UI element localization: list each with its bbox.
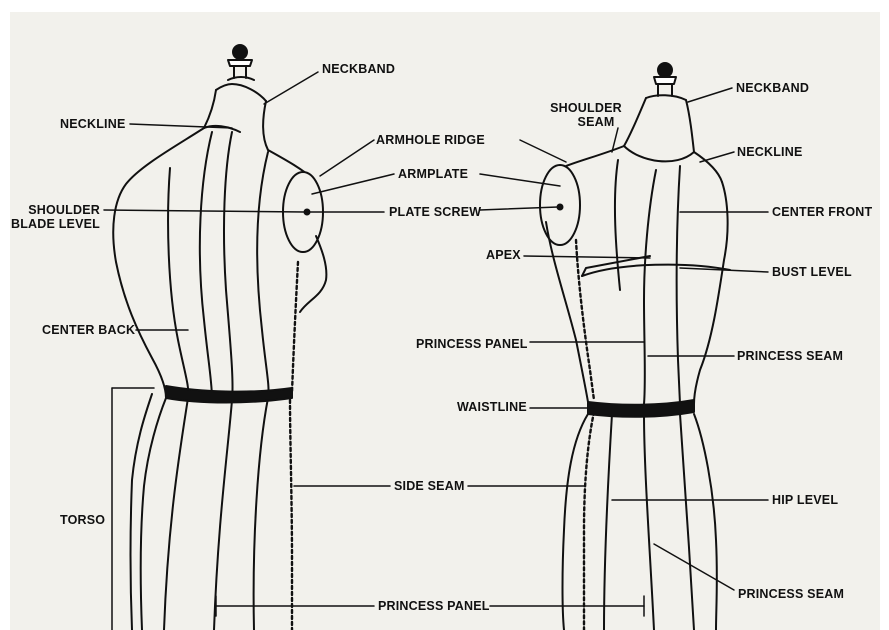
label-armhole-ridge: ARMHOLE RIDGE xyxy=(376,133,485,147)
label-side-seam: SIDE SEAM xyxy=(394,479,465,493)
label-princess-seam-lower: PRINCESS SEAM xyxy=(738,587,845,601)
label-center-back: CENTER BACK xyxy=(42,323,136,337)
label-shoulder-seam-line2: SEAM xyxy=(577,115,615,129)
label-neckband-front: NECKBAND xyxy=(736,81,810,95)
label-neckline-front: NECKLINE xyxy=(737,145,803,159)
label-princess-panel-lower: PRINCESS PANEL xyxy=(378,599,490,613)
label-plate-screw: PLATE SCREW xyxy=(389,205,482,219)
label-shoulder-seam-line1: SHOULDER xyxy=(550,101,622,115)
label-apex: APEX xyxy=(486,248,521,262)
label-center-front: CENTER FRONT xyxy=(772,205,873,219)
label-princess-panel-upper: PRINCESS PANEL xyxy=(416,337,528,351)
label-hip-level: HIP LEVEL xyxy=(772,493,839,507)
label-armplate: ARMPLATE xyxy=(398,167,469,181)
label-princess-seam: PRINCESS SEAM xyxy=(737,349,844,363)
back-form xyxy=(112,44,328,630)
label-neckline-back: NECKLINE xyxy=(60,117,126,131)
label-torso: TORSO xyxy=(60,513,106,527)
label-bust-level: BUST LEVEL xyxy=(772,265,852,279)
label-waistline: WAISTLINE xyxy=(457,400,527,414)
label-shoulder-blade-level-line2: BLADE LEVEL xyxy=(10,217,100,231)
label-shoulder-blade-level-line1: SHOULDER xyxy=(28,203,100,217)
label-neckband-back: NECKBAND xyxy=(322,62,396,76)
leader-lines xyxy=(103,71,769,630)
